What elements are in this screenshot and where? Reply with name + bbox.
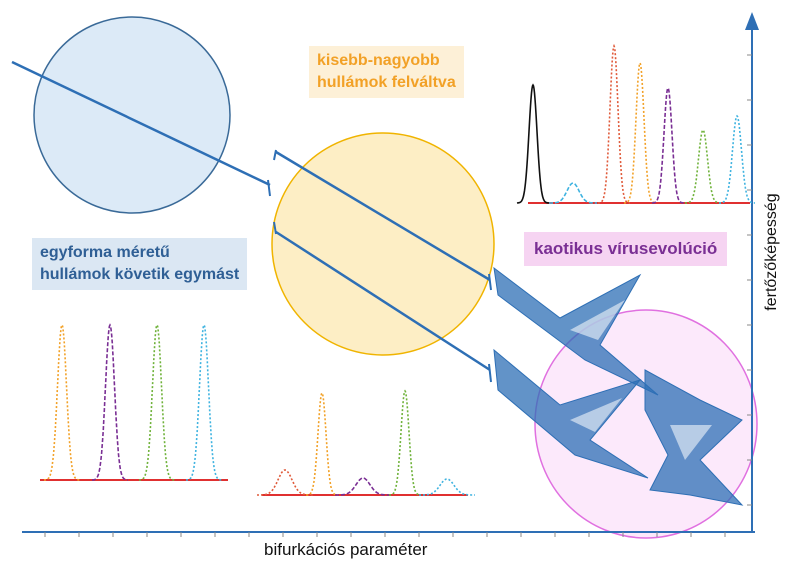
chaos-gap xyxy=(570,398,622,432)
alternating-wave-peak xyxy=(335,477,391,496)
regular-regime-circle xyxy=(33,16,231,214)
chaos-gaps xyxy=(570,300,712,460)
chaos-wave-peak xyxy=(598,43,630,204)
chaos-gap xyxy=(670,425,712,460)
regular-wave-peak xyxy=(139,323,175,481)
chaos-wave-peak xyxy=(651,86,685,204)
chaos-wave-peak xyxy=(685,128,721,204)
regular-waves-label: egyforma méretű hullámok követik egymást xyxy=(32,238,248,290)
alternating-wave-peak xyxy=(305,391,339,496)
lower-branch xyxy=(275,230,491,372)
single-branch xyxy=(11,60,271,187)
alternating-wave-peak xyxy=(419,478,475,496)
y-axis-label: fertőzőképesség xyxy=(763,193,780,311)
chaos-gap xyxy=(570,300,625,340)
chaos-band-lower xyxy=(493,348,649,479)
upper-branch xyxy=(275,150,491,282)
x-axis-label: bifurkációs paraméter xyxy=(264,540,428,559)
alternating-regime-circle xyxy=(271,132,495,356)
regular-wave-peak xyxy=(92,323,128,481)
lower-branch-start xyxy=(273,221,277,235)
chaos-wave-peak xyxy=(549,182,597,204)
chaos-wave-peak xyxy=(623,61,657,204)
chaos-wave-peak xyxy=(516,83,550,204)
regular-wave-peak xyxy=(186,323,222,481)
branch-split-jump xyxy=(267,179,271,197)
upper-branch-start xyxy=(273,149,277,161)
alternating-wave-peak xyxy=(257,469,313,496)
upper-branch-end xyxy=(488,273,492,291)
alternating-wave-peak xyxy=(388,389,422,496)
x-axis-ticks xyxy=(44,532,726,537)
bifurcation-branches xyxy=(11,60,492,383)
lower-branch-end xyxy=(488,363,492,383)
chaos-wave-peak xyxy=(719,114,755,204)
y-axis-ticks xyxy=(747,54,752,506)
chaos-label: kaotikus vírusevolúció xyxy=(524,232,728,266)
y-axis-arrow-icon xyxy=(745,12,759,30)
alternating-waves-label: kisebb-nagyobb hullámok felváltva xyxy=(309,46,464,98)
wave-peak-panels xyxy=(40,43,755,496)
regular-wave-peak xyxy=(44,323,80,481)
